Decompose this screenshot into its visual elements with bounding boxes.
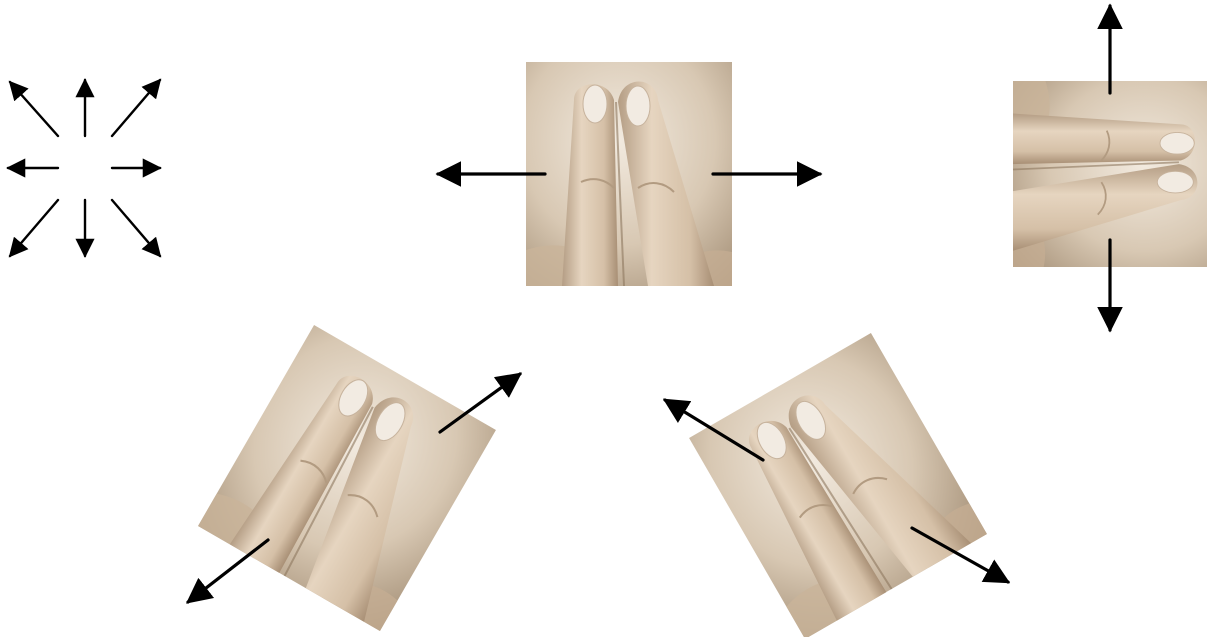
gesture-panel-bottom-right bbox=[665, 333, 1008, 637]
legend-arrow-up-right-icon bbox=[112, 80, 160, 136]
legend-arrow-down-right-icon bbox=[112, 200, 160, 256]
two-finger-spread-photo bbox=[198, 325, 496, 631]
gesture-panel-bottom-left bbox=[188, 325, 520, 631]
two-finger-spread-photo bbox=[526, 62, 732, 286]
gesture-panel-center bbox=[438, 62, 820, 286]
legend-arrow-up-left-icon bbox=[10, 82, 58, 136]
spread-arrow-down-left-icon bbox=[188, 540, 268, 602]
gesture-panels bbox=[188, 6, 1207, 637]
two-finger-spread-photo bbox=[689, 333, 987, 637]
gesture-panel-right bbox=[1013, 6, 1207, 330]
legend-arrow-down-left-icon bbox=[10, 200, 58, 256]
direction-legend bbox=[8, 80, 160, 256]
